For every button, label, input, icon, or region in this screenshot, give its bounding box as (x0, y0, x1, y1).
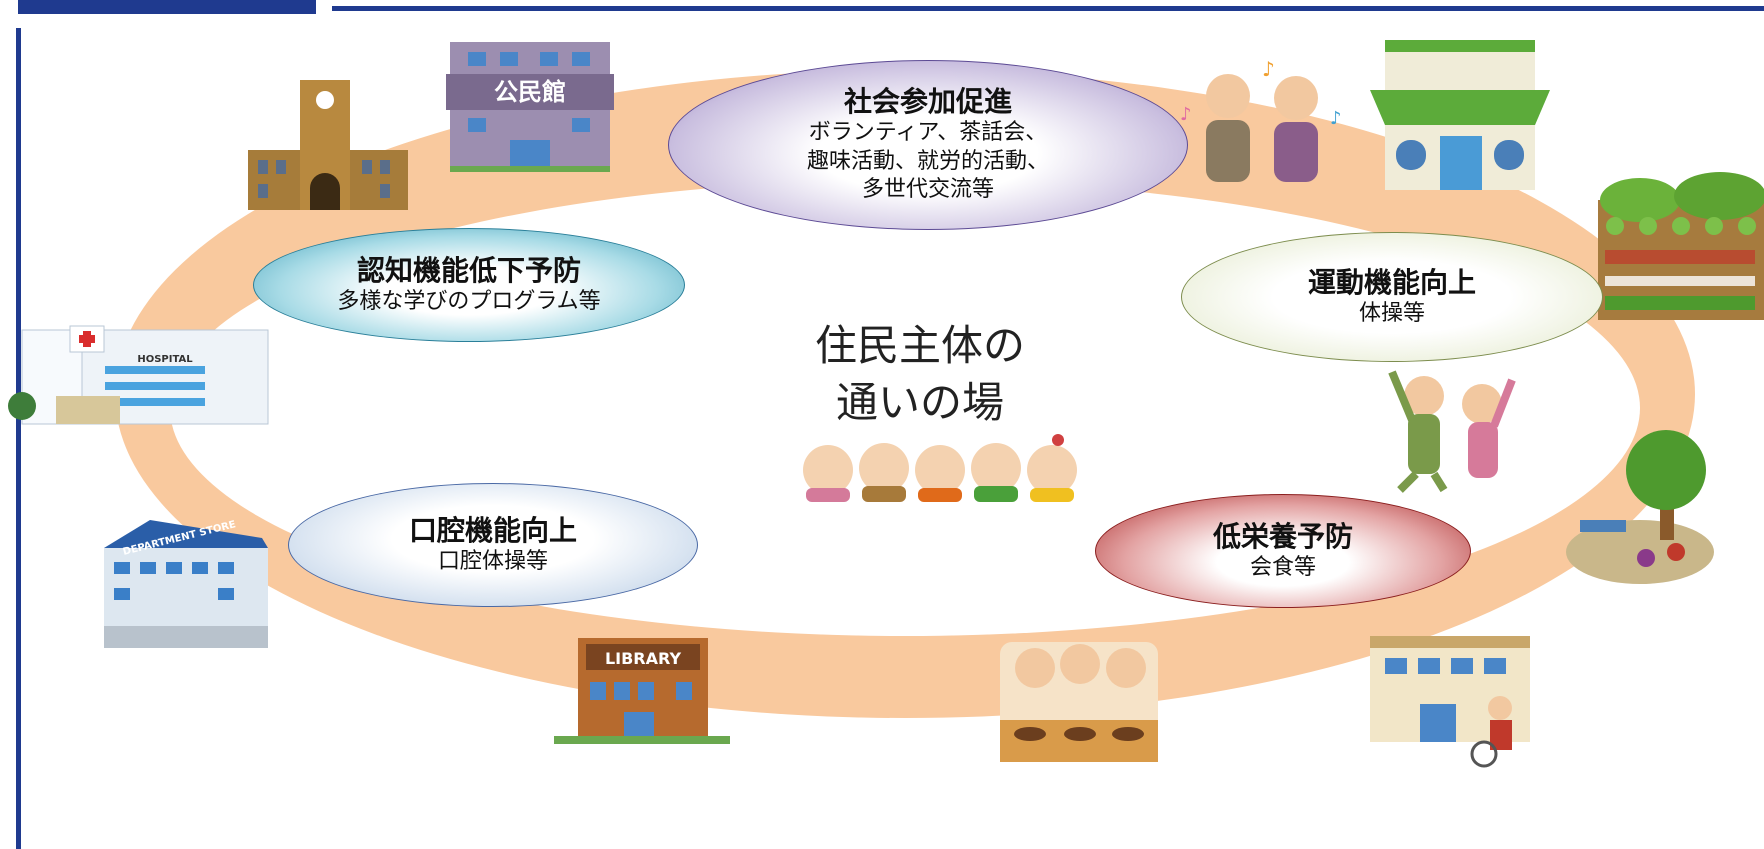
exercising-seniors-icon (1388, 370, 1516, 493)
cognitive-decline-prevention-bubble: 認知機能低下予防 多様な学びのプログラム等 (253, 228, 685, 342)
hospital-sign: HOSPITAL (137, 354, 193, 365)
oral-detail: 口腔体操等 (437, 548, 548, 574)
motor-function-bubble: 運動機能向上 体操等 (1181, 232, 1603, 362)
social-participation-detail: ボランティア、茶話会、 趣味活動、就労的活動、 多世代交流等 (806, 119, 1049, 203)
svg-text:♪: ♪ (1262, 57, 1275, 81)
department-store-icon (104, 520, 268, 648)
motor-detail: 体操等 (1358, 300, 1425, 326)
vegetable-field-icon (1598, 172, 1764, 320)
social-participation-bubble: 社会参加促進 ボランティア、茶話会、 趣味活動、就労的活動、 多世代交流等 (668, 60, 1188, 230)
dining-seniors-icon (1000, 642, 1158, 762)
cognitive-title: 認知機能低下予防 (356, 253, 581, 287)
hospital-icon (8, 325, 269, 425)
shop-building-icon (1370, 40, 1550, 190)
library-sign: LIBRARY (605, 649, 681, 668)
park-tree-icon (1566, 430, 1714, 584)
svg-text:♪: ♪ (1180, 104, 1192, 125)
header-bar-right (332, 6, 1764, 11)
nutrition-detail: 会食等 (1249, 554, 1316, 580)
center-title: 住民主体の 通いの場 (814, 321, 1025, 427)
care-facility-icon (1370, 636, 1530, 768)
community-hall-icon (446, 42, 614, 172)
university-building-icon (248, 80, 408, 210)
karaoke-seniors-icon: ♪ ♪ ♪ (1180, 57, 1342, 182)
oral-title: 口腔機能向上 (408, 513, 577, 547)
cognitive-detail: 多様な学びのプログラム等 (337, 288, 601, 314)
malnutrition-prevention-bubble: 低栄養予防 会食等 (1095, 494, 1471, 608)
senior-faces-icon (803, 434, 1077, 502)
motor-title: 運動機能向上 (1307, 265, 1476, 299)
oral-function-bubble: 口腔機能向上 口腔体操等 (288, 483, 698, 607)
left-border-line (16, 28, 21, 849)
nutrition-title: 低栄養予防 (1212, 519, 1353, 553)
community-hall-sign: 公民館 (494, 78, 566, 106)
library-icon (554, 638, 730, 744)
social-participation-title: 社会参加促進 (843, 85, 1012, 119)
svg-text:♪: ♪ (1330, 108, 1342, 129)
header-bar-left (18, 0, 316, 14)
